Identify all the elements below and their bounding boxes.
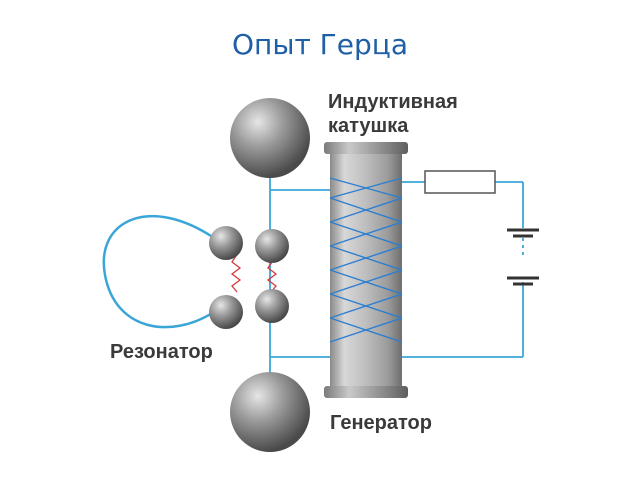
induction-coil	[324, 142, 408, 398]
resonator-ball-bottom	[209, 295, 243, 329]
resonator-label: Резонатор	[110, 341, 213, 363]
generator-ball-top	[255, 229, 289, 263]
battery	[507, 228, 539, 286]
generator-bottom-sphere	[230, 372, 310, 452]
coil-label-line1: Индуктивная	[328, 91, 458, 113]
generator-ball-bottom	[255, 289, 289, 323]
resistor	[424, 170, 496, 194]
resonator-loop	[102, 214, 215, 329]
spark-lines	[230, 255, 278, 293]
coil-label: Индуктивная катушка	[328, 90, 458, 138]
page-title: Опыт Герца	[232, 28, 408, 61]
generator-top-sphere	[230, 98, 310, 178]
circuit-wires	[269, 170, 524, 380]
coil-label-line2: катушка	[328, 115, 409, 137]
resonator-ball-top	[209, 226, 243, 260]
generator-label: Генератор	[330, 412, 432, 434]
